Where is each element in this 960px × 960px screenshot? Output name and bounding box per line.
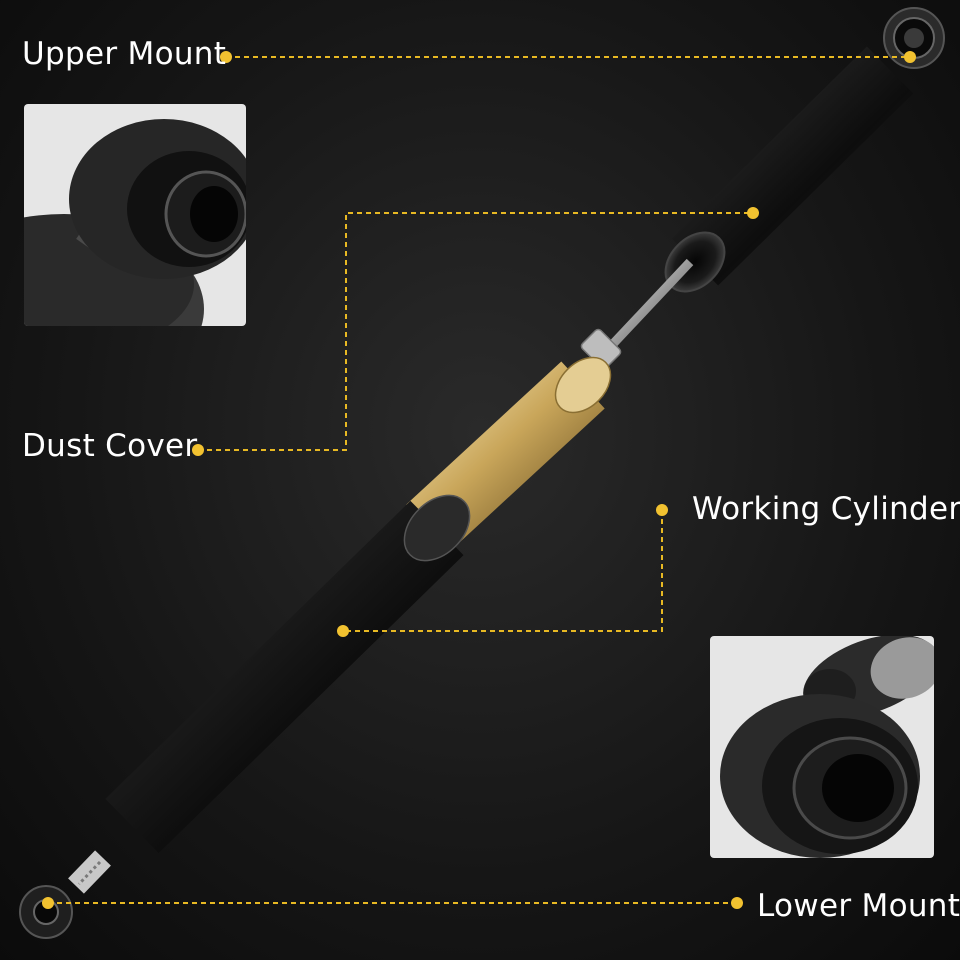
working-cylinder-part	[105, 494, 471, 854]
leader-dust-cover	[192, 207, 759, 456]
leader-working-cylinder	[337, 504, 668, 637]
lower-mount-closeup	[710, 636, 934, 858]
lower-mount-part	[19, 850, 111, 939]
label-dust-cover: Dust Cover	[22, 428, 198, 464]
label-working-cylinder: Working Cylinder	[692, 491, 960, 527]
leader-lower-mount	[42, 897, 743, 909]
piston-rod-part	[580, 258, 694, 370]
label-lower-mount: Lower Mount	[757, 888, 960, 924]
label-upper-mount: Upper Mount	[22, 36, 227, 72]
leader-upper-mount	[220, 51, 916, 63]
upper-mount-closeup	[24, 104, 246, 326]
upper-mount-part	[883, 7, 945, 69]
